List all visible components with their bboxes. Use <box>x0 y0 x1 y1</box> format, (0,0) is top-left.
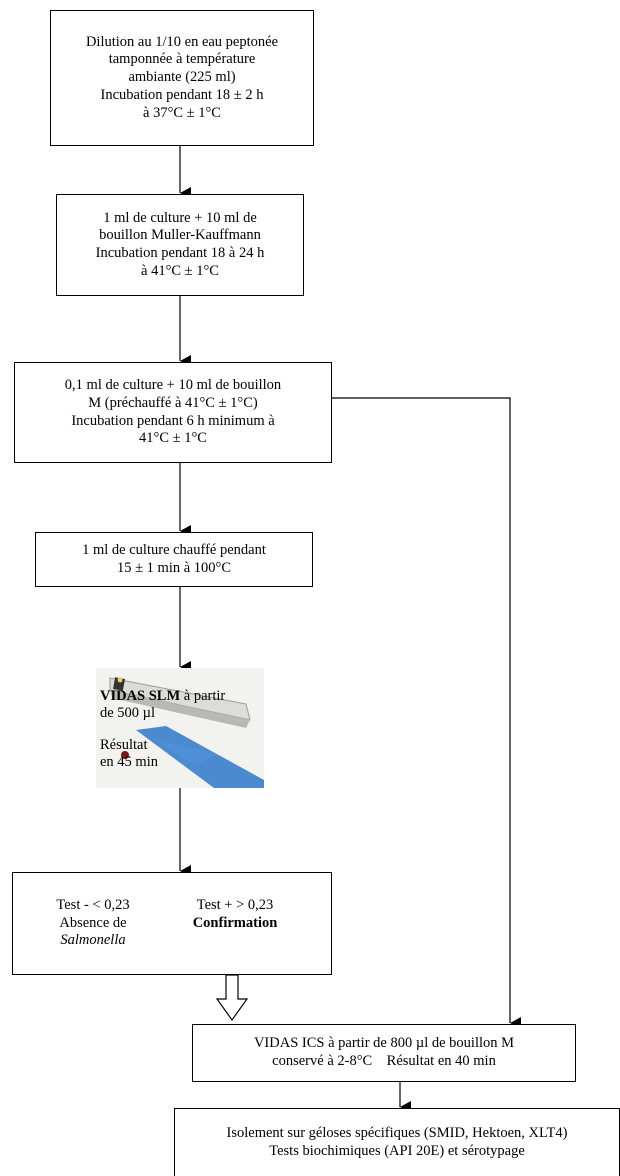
dilution-line-1: Dilution au 1/10 en eau peptonée <box>85 33 279 50</box>
dilution-box: Dilution au 1/10 en eau peptonée tamponn… <box>50 10 314 146</box>
muller-line-2: bouillon Muller-Kauffmann <box>99 227 261 244</box>
vidas-slm-line-2: de 500 µl <box>100 705 156 722</box>
dilution-line-5: à 37°C ± 1°C <box>143 104 221 121</box>
dilution-line-2: tamponnée à température <box>108 51 256 68</box>
dilution-line-3: ambiante (225 ml) <box>128 69 236 86</box>
test-positive-line-2: Confirmation <box>192 914 278 931</box>
bouillon-m-box: 0,1 ml de culture + 10 ml de bouillon M … <box>14 362 332 463</box>
vidas-slm-photo: VIDAS SLM à partir de 500 µl Résultat en… <box>96 668 264 788</box>
vidas-ics-line-1: VIDAS ICS à partir de 800 µl de bouillon… <box>253 1035 515 1052</box>
vidas-slm-line-1: VIDAS SLM à partir <box>100 688 226 704</box>
bouillon-m-line-4: 41°C ± 1°C <box>139 430 207 447</box>
hollow-arrow <box>215 974 249 1022</box>
isolement-box: Isolement sur géloses spécifiques (SMID,… <box>174 1108 620 1176</box>
bouillon-m-line-2: M (préchauffé à 41°C ± 1°C) <box>88 394 258 411</box>
test-positive: Test + > 0,23 Confirmation <box>175 897 295 932</box>
vidas-ics-line-2: conservé à 2-8°C Résultat en 40 min <box>272 1053 496 1069</box>
heating-box: 1 ml de culture chauffé pendant 15 ± 1 m… <box>35 532 313 587</box>
arrow-side <box>332 397 521 1029</box>
vidas-ics-box: VIDAS ICS à partir de 800 µl de bouillon… <box>192 1024 576 1082</box>
test-negative-line-2: Absence de <box>59 914 127 931</box>
muller-line-1: 1 ml de culture + 10 ml de <box>103 209 257 226</box>
vidas-slm-line-4: en 45 min <box>100 754 158 771</box>
heating-line-2: 15 ± 1 min à 100°C <box>116 559 232 576</box>
bouillon-m-line-3: Incubation pendant 6 h minimum à <box>71 412 275 429</box>
bouillon-m-line-1: 0,1 ml de culture + 10 ml de bouillon <box>64 377 282 394</box>
isolement-line-1: Isolement sur géloses spécifiques (SMID,… <box>226 1124 568 1141</box>
vidas-strip-image <box>96 668 264 788</box>
isolement-line-2: Tests biochimiques (API 20E) et sérotypa… <box>269 1142 525 1159</box>
muller-line-3: Incubation pendant 18 à 24 h <box>95 245 265 261</box>
test-negative-line-1: Test - < 0,23 <box>56 897 130 913</box>
test-result-box: Test - < 0,23 Absence de Salmonella Test… <box>12 872 332 975</box>
muller-kauffmann-box: 1 ml de culture + 10 ml de bouillon Mull… <box>56 194 304 296</box>
test-negative: Test - < 0,23 Absence de Salmonella <box>33 897 153 950</box>
test-positive-line-1: Test + > 0,23 <box>196 897 274 913</box>
muller-line-4: à 41°C ± 1°C <box>141 262 219 279</box>
vidas-slm-line-3: Résultat <box>100 736 148 753</box>
dilution-line-4: Incubation pendant 18 ± 2 h <box>100 86 264 103</box>
heating-line-1: 1 ml de culture chauffé pendant <box>82 541 266 558</box>
test-negative-line-3: Salmonella <box>60 932 126 949</box>
